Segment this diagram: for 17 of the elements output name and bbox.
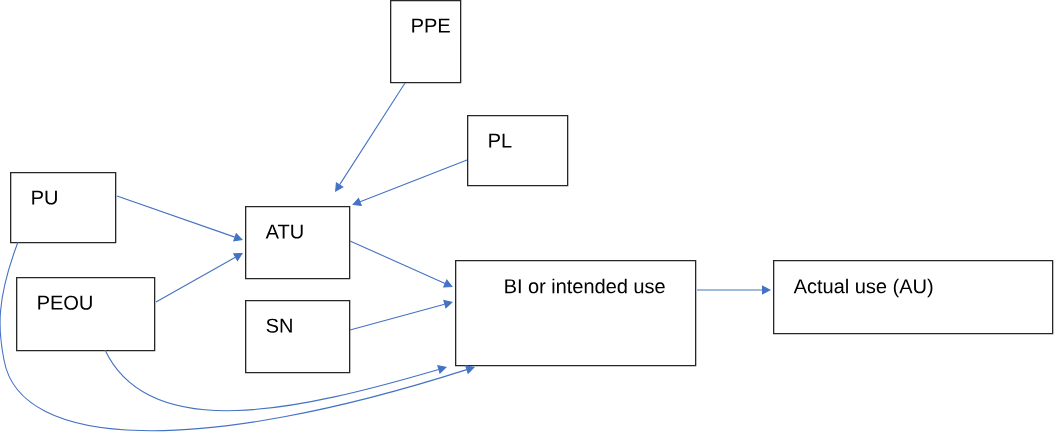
arrow (335, 82, 406, 192)
arrow (696, 285, 771, 295)
arrow (349, 240, 453, 288)
arrow (352, 159, 468, 207)
arrow (116, 195, 243, 242)
arrow (155, 253, 243, 303)
arrow (0, 241, 475, 432)
arrow (349, 299, 453, 331)
text-box: PL (467, 115, 569, 187)
text-box: Actual use (AU) (773, 260, 1054, 335)
text-box: BI or intended use (455, 260, 697, 367)
text-box: PU (10, 172, 117, 244)
text-box: PEOU (16, 277, 156, 352)
text-box: PPE (390, 0, 462, 84)
arrow (104, 349, 447, 412)
text-box: ATU (245, 206, 351, 280)
text-box: SN (245, 300, 351, 374)
